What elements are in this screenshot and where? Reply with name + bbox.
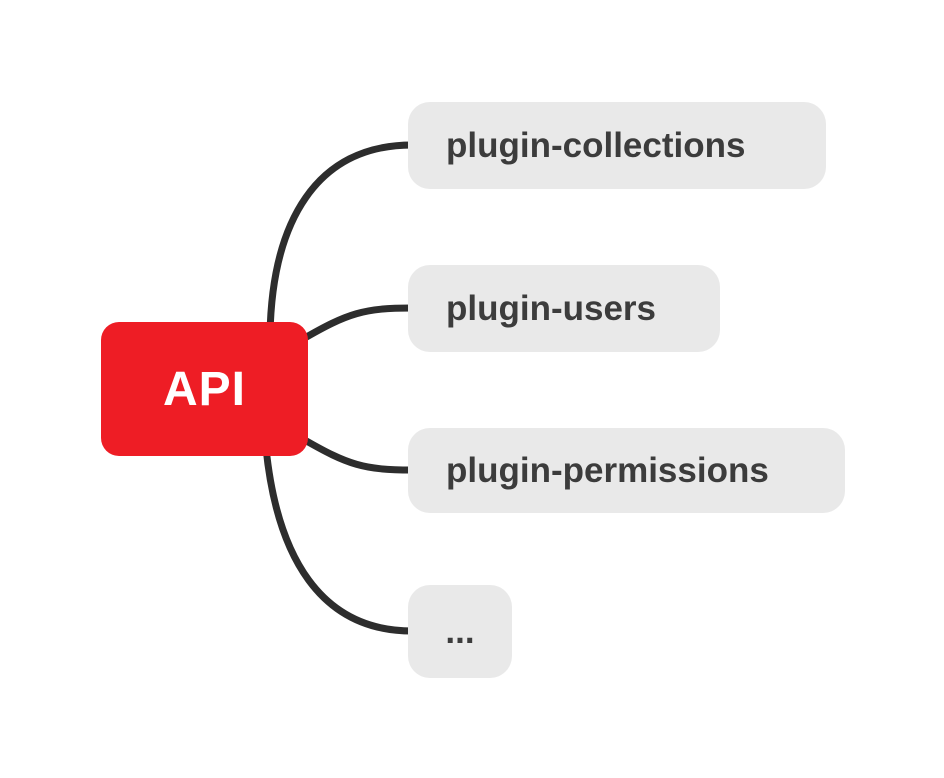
- topic-node-plugin-collections: plugin-collections: [408, 102, 826, 189]
- connector-root-to-plugin-users: [299, 304, 416, 343]
- connector-root-to-plugin-permissions: [299, 435, 416, 474]
- connector-root-to-ellipsis: [262, 444, 416, 635]
- topic-node-plugin-permissions: plugin-permissions: [408, 428, 845, 513]
- root-node-api: API: [101, 322, 308, 456]
- connector-root-to-plugin-collections: [266, 141, 416, 339]
- topic-node-ellipsis: ...: [408, 585, 512, 678]
- topic-node-plugin-users: plugin-users: [408, 265, 720, 352]
